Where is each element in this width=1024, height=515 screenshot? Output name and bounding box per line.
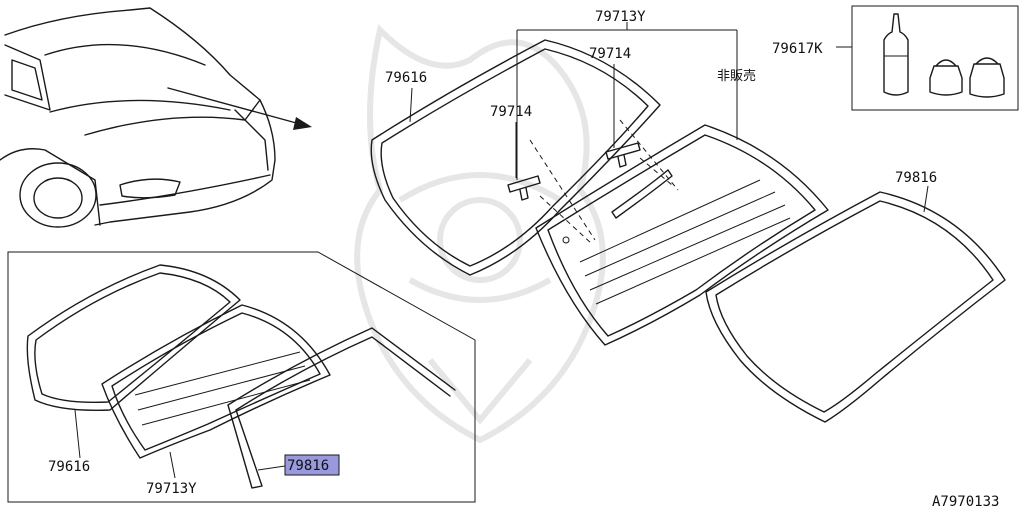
label-79617K[interactable]: 79617K [772, 41, 823, 57]
vehicle-illustration [0, 7, 276, 228]
adhesive-kit-box [836, 5, 1019, 111]
label-inset-79616[interactable]: 79616 [48, 459, 90, 475]
watermark-emblem [354, 24, 606, 444]
molding-part [705, 185, 1006, 423]
direction-arrow [167, 87, 312, 130]
rear-window-glass-part [535, 124, 829, 346]
label-79714-right[interactable]: 79714 [589, 46, 631, 62]
label-79713Y[interactable]: 79713Y [595, 9, 646, 25]
glass-bracket [516, 22, 738, 180]
highlight-box [284, 454, 340, 476]
label-79816[interactable]: 79816 [895, 170, 937, 186]
inset-panel [7, 251, 476, 503]
molding-clips [507, 64, 679, 245]
label-inset-79816[interactable]: 79816 [287, 458, 329, 474]
label-not-for-sale: 非販売 [717, 68, 756, 84]
diagram-code: A7970133 [932, 494, 999, 510]
label-inset-79713Y[interactable]: 79713Y [146, 481, 197, 497]
label-79714-left[interactable]: 79714 [490, 104, 532, 120]
label-79616[interactable]: 79616 [385, 70, 427, 86]
rear-glass-seal-part [370, 39, 661, 276]
